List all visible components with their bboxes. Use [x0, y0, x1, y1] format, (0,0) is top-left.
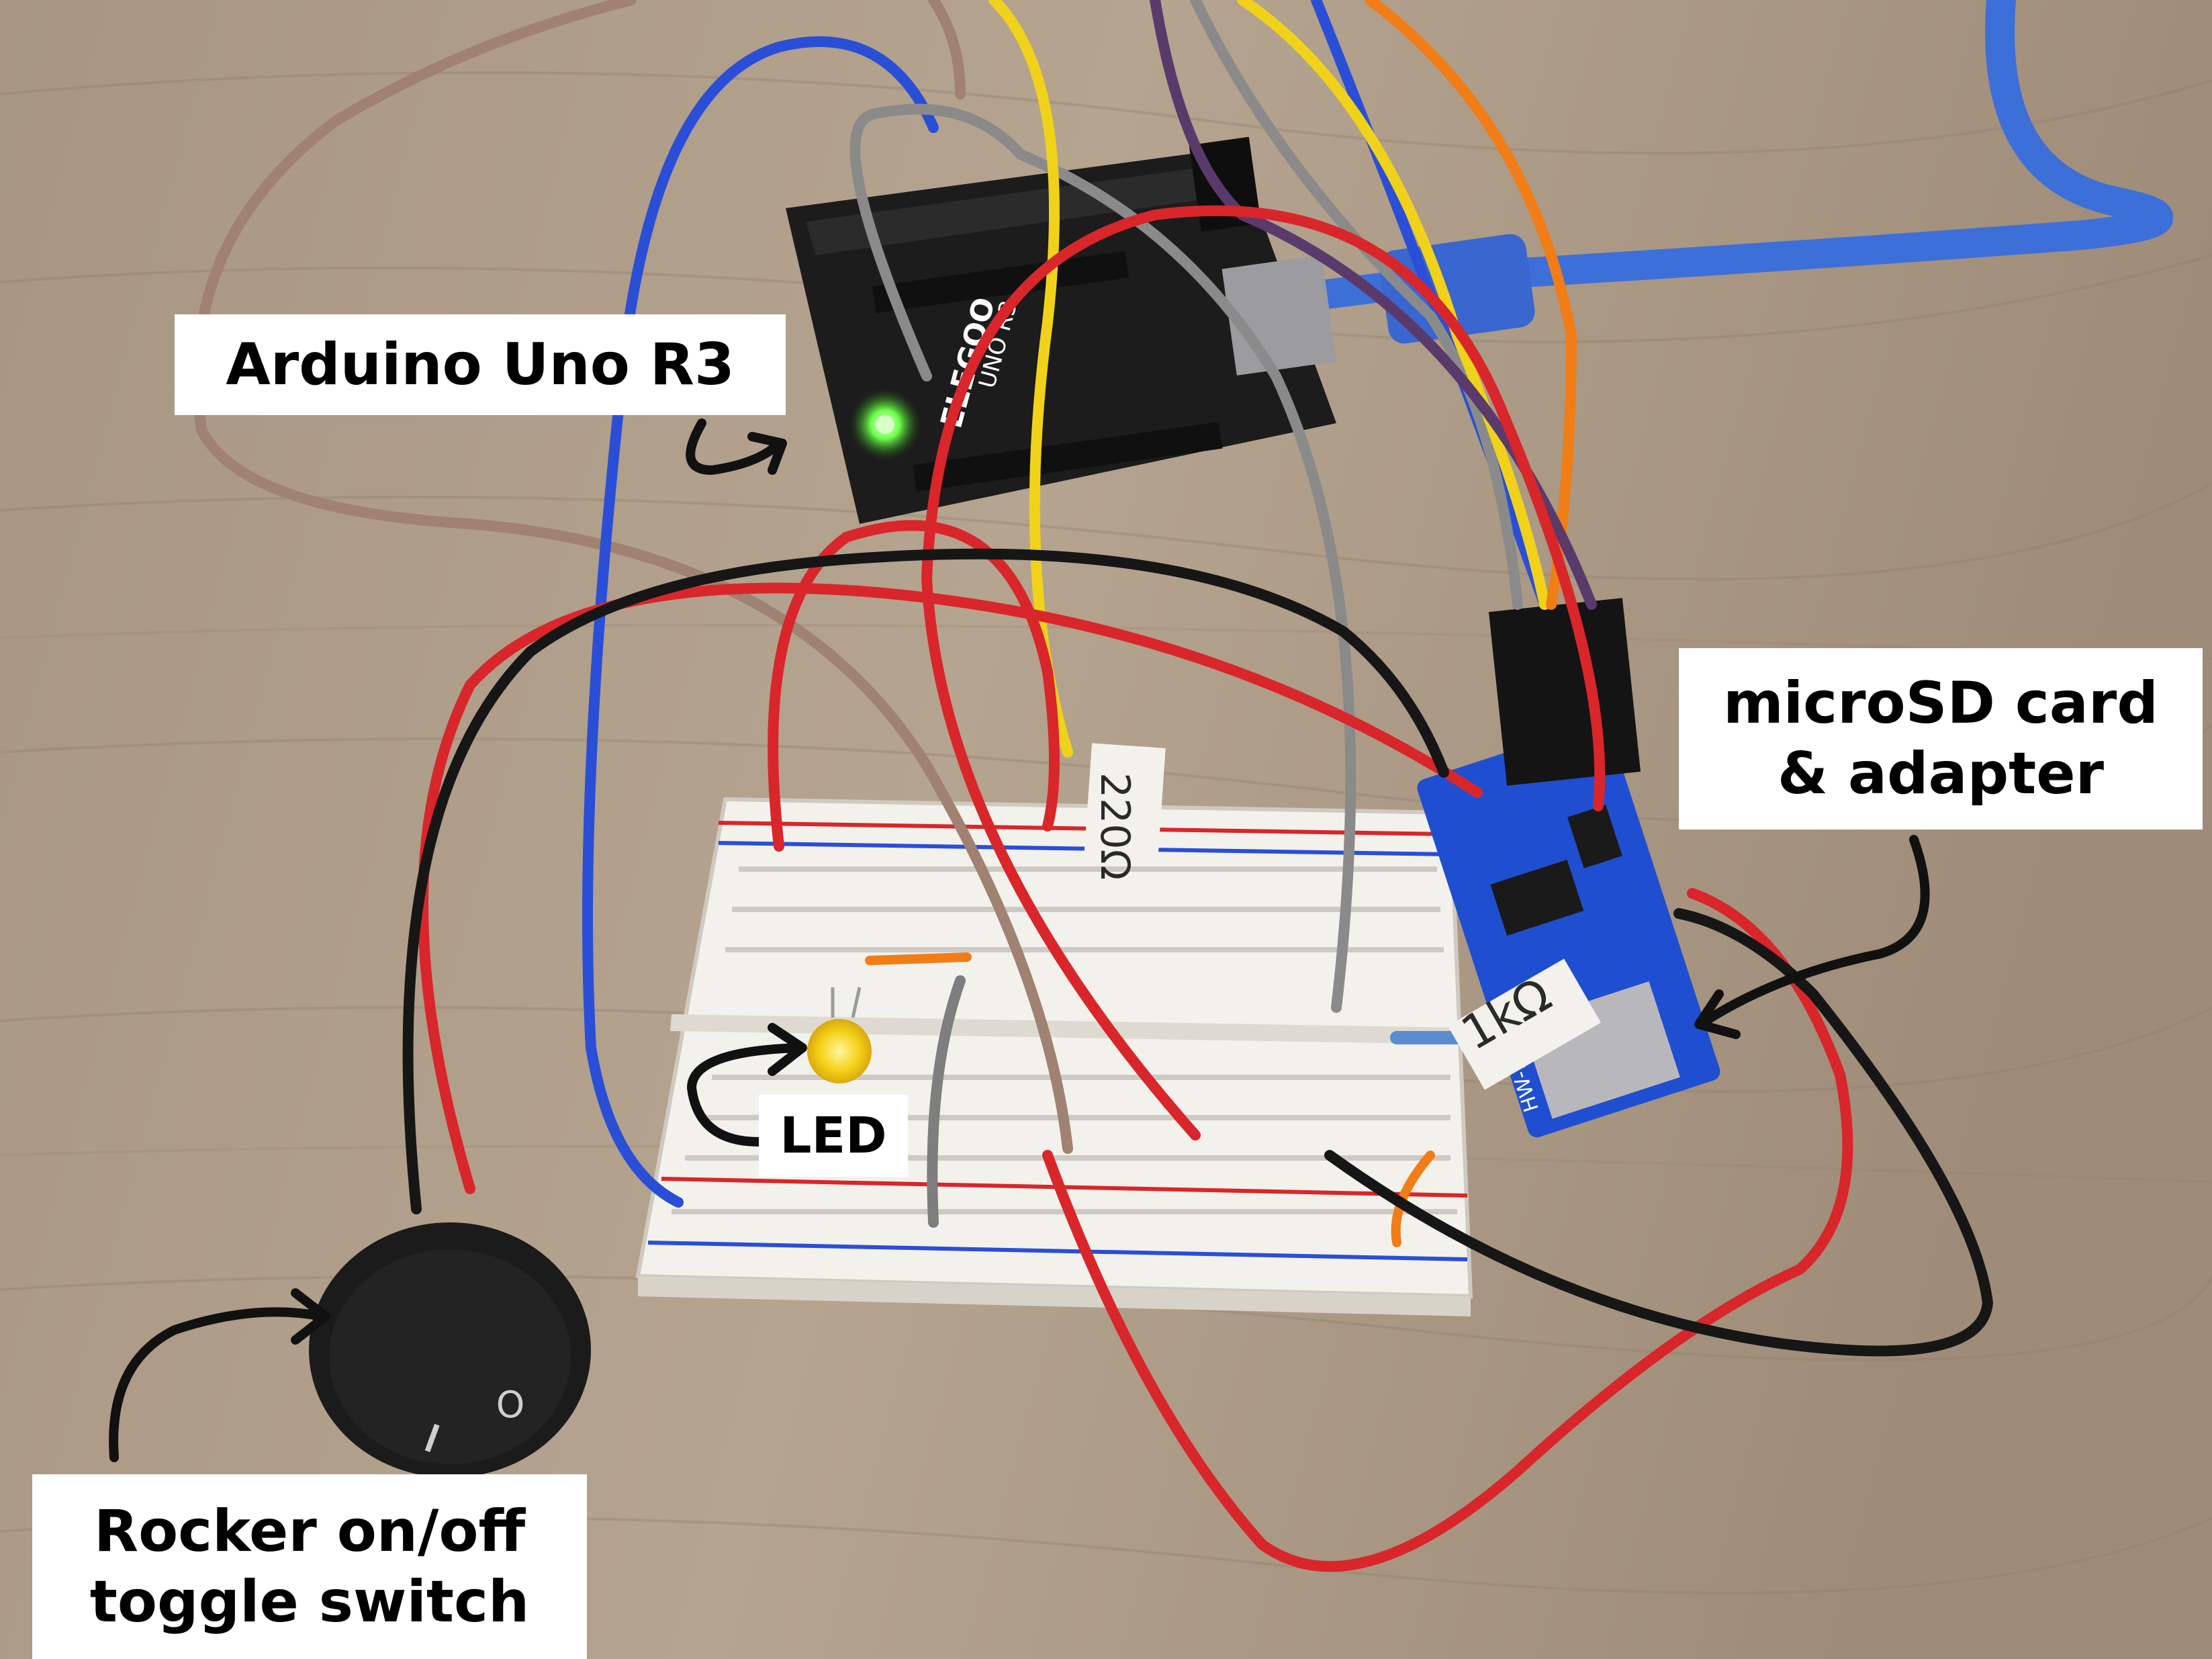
arduino-board: ELEGOO UNO R3	[786, 136, 1337, 524]
led-label: LED	[759, 1095, 908, 1177]
arduino-label-text: Arduino Uno R3	[226, 330, 735, 398]
wire-brown	[192, 0, 1073, 1154]
wire-red-long	[921, 205, 1606, 1140]
led-arrow	[687, 1043, 804, 1147]
microsd-label-line2: & adapter	[1778, 740, 2104, 807]
microsd-arrow-head	[1694, 989, 1741, 1039]
jumper-wires	[192, 0, 1994, 1572]
wire-red-loop	[1042, 888, 1853, 1572]
led-label-text: LED	[780, 1106, 887, 1165]
rocker-arrow-head	[291, 1288, 330, 1345]
rocker-label: Rocker on/off toggle switch	[32, 1474, 587, 1659]
svg-text:O: O	[496, 1384, 525, 1426]
wire-red-arc	[768, 520, 1060, 852]
microsd-label-line1: microSD card	[1723, 670, 2158, 737]
usb-cable	[1301, 0, 2174, 310]
arduino-arrow	[686, 418, 784, 475]
wire-orange-short	[865, 952, 972, 965]
rocker-switch: O	[309, 1222, 591, 1478]
sd-header-pins	[1488, 598, 1641, 786]
wire-black	[402, 548, 1449, 1214]
resistor-1k: 1kΩ	[1390, 958, 1602, 1090]
resistor-220-tape: 220Ω	[1091, 772, 1138, 880]
wire-gray-short	[927, 975, 966, 1228]
rocker-arrow	[109, 1307, 327, 1462]
wire-brown-top	[928, 0, 966, 99]
wire-orange	[1365, 0, 1577, 610]
wire-black-loop	[1324, 908, 1994, 1357]
rocker-label-line2: toggle switch	[89, 1568, 530, 1635]
annotation-arrows	[109, 418, 1930, 1462]
yellow-led	[807, 987, 872, 1083]
rocker-label-line1: Rocker on/off	[93, 1497, 526, 1565]
microsd-arrow	[1701, 835, 1930, 1026]
resistor-220: 220Ω	[1084, 743, 1166, 880]
arduino-arrow-head	[747, 432, 787, 475]
microsd-label: microSD card & adapter	[1679, 648, 2203, 830]
wire-blue	[582, 36, 939, 1208]
wire-gray	[849, 103, 1356, 1013]
wire-gray-right	[1190, 0, 1523, 610]
led-arrow-head	[768, 1023, 807, 1076]
arduino-label: Arduino Uno R3	[175, 314, 786, 415]
